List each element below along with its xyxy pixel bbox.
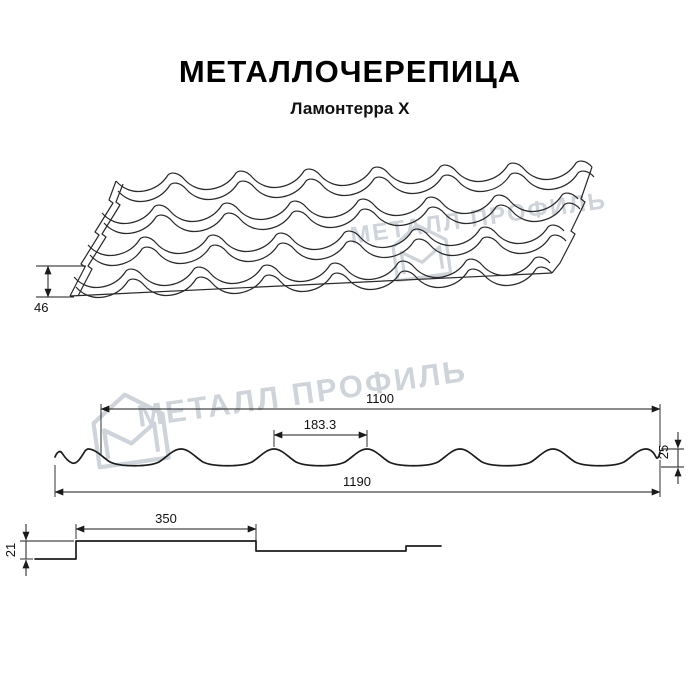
page-subtitle: Ламонтерра X bbox=[290, 99, 410, 118]
dimension-1190: 1190 bbox=[54, 460, 661, 497]
dimension-350: 350 bbox=[75, 511, 257, 549]
dim-step-height-label: 21 bbox=[3, 543, 18, 557]
dim-edge-height-label: 46 bbox=[34, 300, 48, 315]
dimension-21: 21 bbox=[3, 524, 74, 576]
sheet-left-edge bbox=[69, 180, 117, 297]
tile-rows bbox=[73, 160, 595, 299]
longitudinal-profile-line bbox=[34, 540, 442, 560]
logo-house-outline bbox=[391, 223, 453, 283]
dim-useful-width-label: 1100 bbox=[366, 391, 394, 406]
watermark-text: МЕТАЛЛ ПРОФИЛЬ bbox=[135, 353, 469, 434]
cross-section-profile-line bbox=[54, 448, 661, 467]
watermark-text: МЕТАЛЛ ПРОФИЛЬ bbox=[349, 187, 609, 250]
watermark-lower: МЕТАЛЛ ПРОФИЛЬ bbox=[91, 353, 469, 470]
logo-m-glyph bbox=[399, 245, 445, 275]
logo-m-glyph bbox=[102, 421, 161, 460]
dimension-183-3: 183.3 bbox=[273, 417, 368, 447]
sheet-right-edge bbox=[551, 166, 593, 274]
dim-wave-step-label: 183.3 bbox=[304, 417, 337, 432]
dim-step-length-label: 350 bbox=[155, 511, 177, 526]
cross-section-view: 1100 183.3 25 bbox=[54, 391, 684, 497]
dimension-46: 46 bbox=[34, 265, 86, 315]
sheet-eave-edge bbox=[69, 272, 553, 297]
roof-sheet-perspective-view: 46 bbox=[34, 160, 595, 315]
dim-full-width-label: 1190 bbox=[343, 474, 371, 489]
dim-profile-height-label: 25 bbox=[656, 445, 671, 459]
metall-profil-house-logo-icon bbox=[391, 223, 453, 283]
dimension-1100: 1100 bbox=[100, 391, 661, 455]
dimension-25: 25 bbox=[656, 432, 684, 484]
page-title: МЕТАЛЛОЧЕРЕПИЦА bbox=[178, 54, 522, 89]
longitudinal-profile-view: 350 21 bbox=[3, 511, 442, 576]
sheet-left-edge-inner bbox=[77, 183, 124, 297]
